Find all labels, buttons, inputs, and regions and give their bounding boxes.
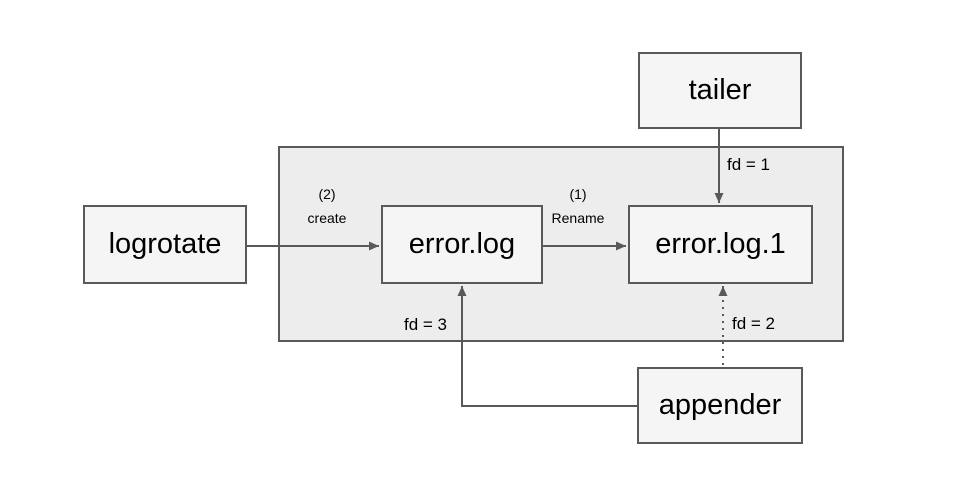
edge-label-rename: (1) Rename: [528, 182, 628, 230]
edge-label-rename-step: (1): [569, 186, 587, 202]
node-appender: appender: [637, 367, 803, 444]
node-appender-label: appender: [658, 389, 782, 421]
node-tailer-label: tailer: [688, 74, 752, 106]
node-logrotate: logrotate: [83, 205, 247, 284]
node-error-log-1-label: error.log.1: [655, 228, 786, 260]
node-error-log-label: error.log: [408, 228, 516, 260]
edge-label-create-action: create: [307, 210, 347, 226]
edge-label-fd2: fd = 2: [732, 314, 776, 333]
edge-label-create: (2) create: [277, 182, 377, 230]
edge-label-rename-action: Rename: [551, 210, 605, 226]
edge-label-fd1: fd = 1: [727, 155, 771, 174]
edge-label-fd3: fd = 3: [404, 315, 448, 334]
edge-label-create-step: (2): [318, 186, 336, 202]
node-tailer: tailer: [638, 52, 802, 129]
node-error-log: error.log: [381, 205, 543, 284]
edge-fd3-arrow: [457, 286, 637, 407]
node-error-log-1: error.log.1: [628, 205, 813, 284]
node-logrotate-label: logrotate: [108, 228, 222, 260]
